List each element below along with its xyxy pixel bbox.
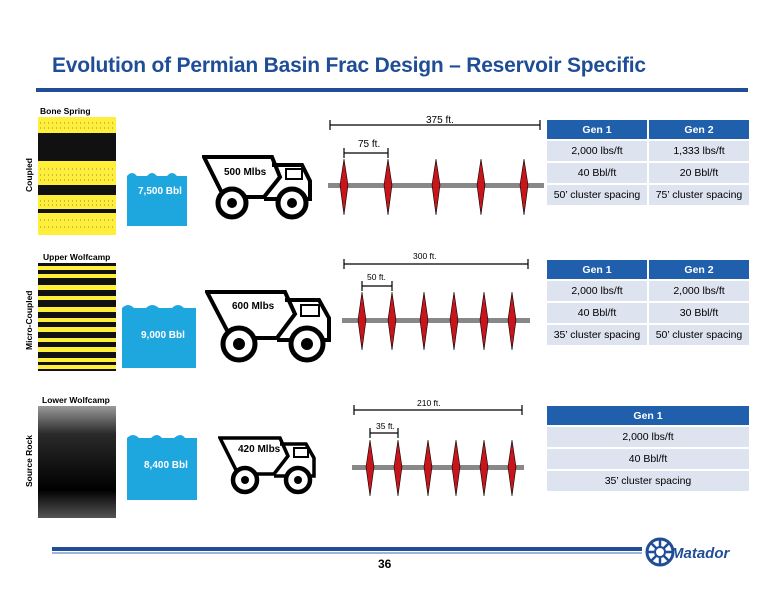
- frac-diagram-3: [352, 405, 524, 497]
- proppant-amount-2: 600 Mlbs: [232, 301, 275, 312]
- rock-column-upper-wolfcamp: [38, 263, 116, 371]
- table-cell: 2,000 lbs/ft: [649, 281, 749, 301]
- page-title: Evolution of Permian Basin Frac Design –…: [52, 54, 646, 77]
- inner-spacing-3: 35 ft.: [376, 421, 395, 431]
- inner-spacing-1: 75 ft.: [358, 139, 381, 150]
- proppant-amount-1: 500 Mlbs: [224, 167, 267, 178]
- dump-truck-icon: [202, 155, 312, 220]
- water-tank-2: [122, 305, 196, 368]
- table-cell: 35’ cluster spacing: [547, 325, 647, 345]
- table-cell: 40 Bbl/ft: [547, 163, 647, 183]
- inner-spacing-2: 50 ft.: [367, 272, 386, 282]
- water-volume-2: 9,000 Bbl: [141, 330, 185, 341]
- footer-rule-light: [52, 552, 642, 554]
- table-header: Gen 2: [649, 260, 749, 279]
- page-number: 36: [378, 557, 392, 571]
- outer-spacing-3: 210 ft.: [417, 398, 441, 408]
- table-header: Gen 1: [547, 120, 647, 139]
- svg-text:Matador: Matador: [671, 545, 731, 562]
- table-cell: 40 Bbl/ft: [547, 449, 749, 469]
- outer-spacing-2: 300 ft.: [413, 251, 437, 261]
- table-cell: 2,000 lbs/ft: [547, 281, 647, 301]
- rock-layers-graphic: [38, 263, 116, 371]
- gen-table-3: Gen 1 2,000 lbs/ft 40 Bbl/ft 35’ cluster…: [545, 404, 751, 493]
- water-tank-3: [127, 435, 197, 500]
- dump-truck-icon: [218, 436, 316, 495]
- rock-layers-graphic: [38, 117, 116, 235]
- water-volume-3: 8,400 Bbl: [144, 460, 188, 471]
- company-logo: Matador: [645, 535, 737, 574]
- water-volume-1: 7,500 Bbl: [138, 186, 182, 197]
- logo-mark-icon: Matador: [645, 537, 731, 567]
- side-label-coupled: Coupled: [24, 158, 34, 192]
- table-cell: 1,333 lbs/ft: [649, 141, 749, 161]
- table-cell: 2,000 lbs/ft: [547, 141, 647, 161]
- table-header: Gen 1: [547, 406, 749, 425]
- table-cell: 75’ cluster spacing: [649, 185, 749, 205]
- source-rock-gradient: [38, 406, 116, 518]
- frac-diagram-2: [342, 259, 530, 351]
- rock-title-bone-spring: Bone Spring: [40, 106, 91, 116]
- table-cell: 40 Bbl/ft: [547, 303, 647, 323]
- rock-column-bone-spring: [38, 117, 116, 235]
- frac-diagram-1: [328, 120, 544, 216]
- table-header: Gen 1: [547, 260, 647, 279]
- footer-rule: [52, 547, 642, 551]
- table-header: Gen 2: [649, 120, 749, 139]
- table-cell: 20 Bbl/ft: [649, 163, 749, 183]
- side-label-micro-coupled: Micro-Coupled: [24, 290, 34, 351]
- rock-title-upper-wolfcamp: Upper Wolfcamp: [43, 252, 111, 262]
- table-cell: 30 Bbl/ft: [649, 303, 749, 323]
- rock-title-lower-wolfcamp: Lower Wolfcamp: [42, 395, 110, 405]
- side-label-source-rock: Source Rock: [24, 435, 34, 487]
- title-rule: [36, 88, 748, 92]
- dump-truck-icon: [205, 290, 331, 363]
- table-cell: 50’ cluster spacing: [547, 185, 647, 205]
- table-cell: 35’ cluster spacing: [547, 471, 749, 491]
- table-cell: 2,000 lbs/ft: [547, 427, 749, 447]
- water-tank-1: [127, 173, 187, 226]
- proppant-amount-3: 420 Mlbs: [238, 444, 281, 455]
- table-cell: 50’ cluster spacing: [649, 325, 749, 345]
- outer-spacing-1: 375 ft.: [426, 115, 454, 126]
- rock-column-lower-wolfcamp: [38, 406, 116, 518]
